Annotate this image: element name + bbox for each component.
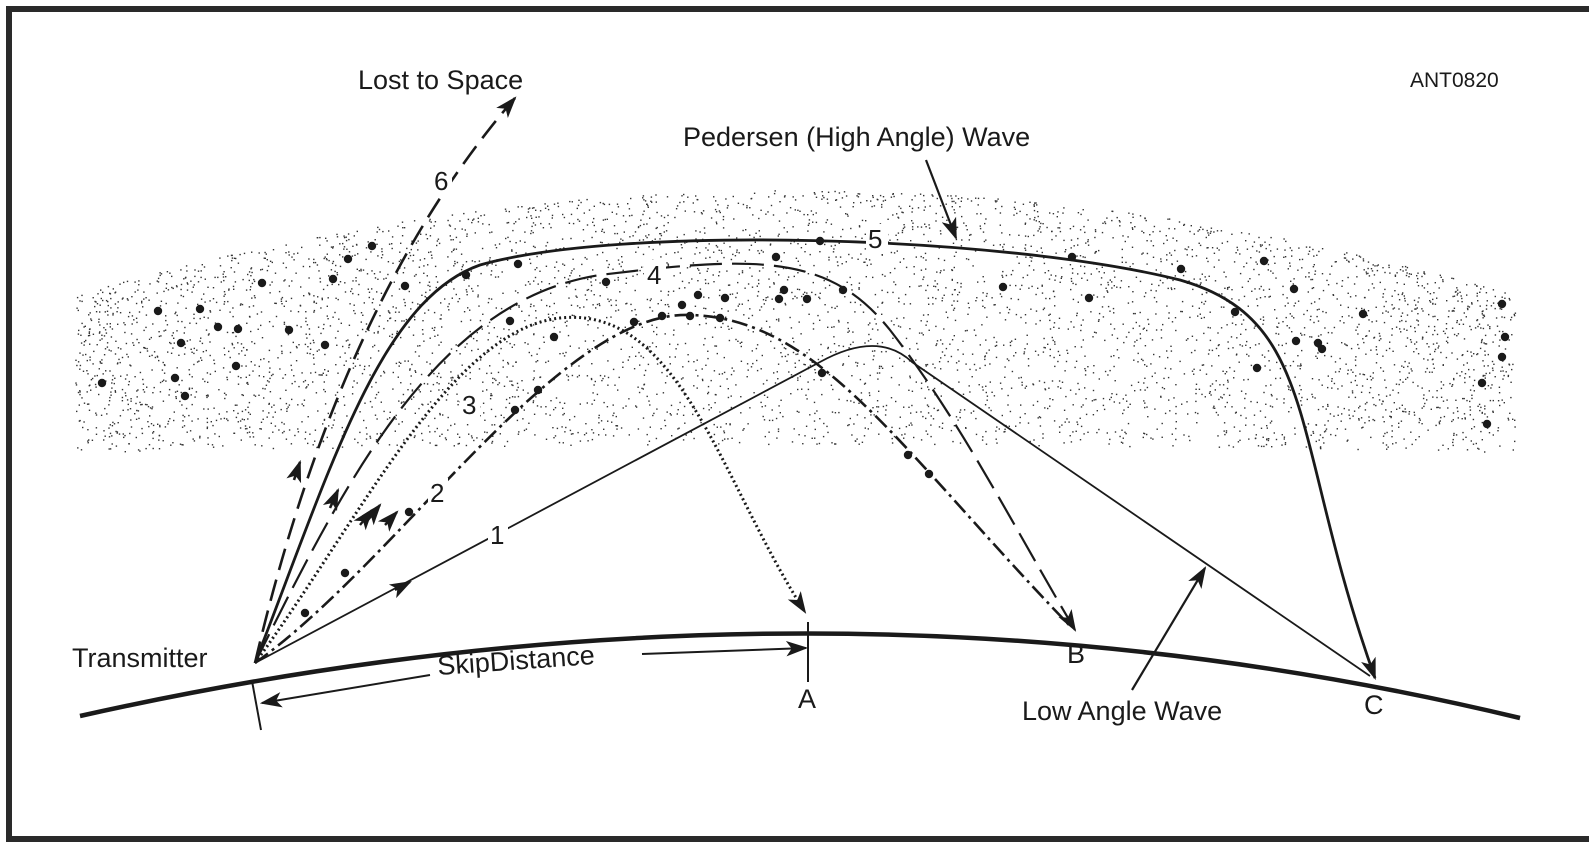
- path-label-5: 5: [868, 224, 882, 254]
- path-2-arrow-mid: [377, 510, 399, 532]
- pedersen-pointer: [924, 159, 958, 241]
- ionosphere-particles: [97, 236, 1510, 618]
- figure-code: ANT0820: [1410, 69, 1499, 92]
- path-1-arrow-mid: [388, 580, 412, 599]
- path-6-lost-to-space: [253, 96, 517, 664]
- ionosphere-layer: [75, 190, 1517, 453]
- label-pedersen-wave: Pedersen (High Angle) Wave: [683, 122, 1030, 152]
- label-skip-distance: SkipDistance: [436, 640, 595, 681]
- path-label-6: 6: [434, 166, 448, 196]
- path-3-arrow-mid: [361, 503, 382, 526]
- label-transmitter: Transmitter: [72, 643, 208, 673]
- label-point-a: A: [798, 684, 816, 714]
- path-label-2: 2: [430, 478, 444, 508]
- path-3-wave: [253, 315, 807, 664]
- earth-surface: [79, 631, 1521, 721]
- path-1-low-angle-wave: [254, 345, 1371, 677]
- path-4-wave: [254, 262, 1077, 664]
- skip-tick-left: [251, 680, 262, 731]
- path-6-arrow-mid: [286, 459, 302, 484]
- path-label-4: 4: [647, 260, 661, 290]
- path-label-1: 1: [490, 520, 504, 550]
- label-point-c: C: [1364, 690, 1384, 720]
- label-lost-to-space: Lost to Space: [358, 65, 523, 95]
- path-5-pedersen-wave: [253, 238, 1377, 681]
- label-low-angle-wave: Low Angle Wave: [1022, 696, 1222, 726]
- low-angle-pointer: [1131, 566, 1207, 691]
- path-5-arrow-mid: [322, 487, 340, 512]
- skip-arrow-right: [641, 641, 809, 657]
- path-label-3: 3: [462, 390, 476, 420]
- label-point-b: B: [1067, 639, 1085, 669]
- path-2-wave: [254, 313, 1073, 665]
- skip-arrow-left: [259, 674, 431, 708]
